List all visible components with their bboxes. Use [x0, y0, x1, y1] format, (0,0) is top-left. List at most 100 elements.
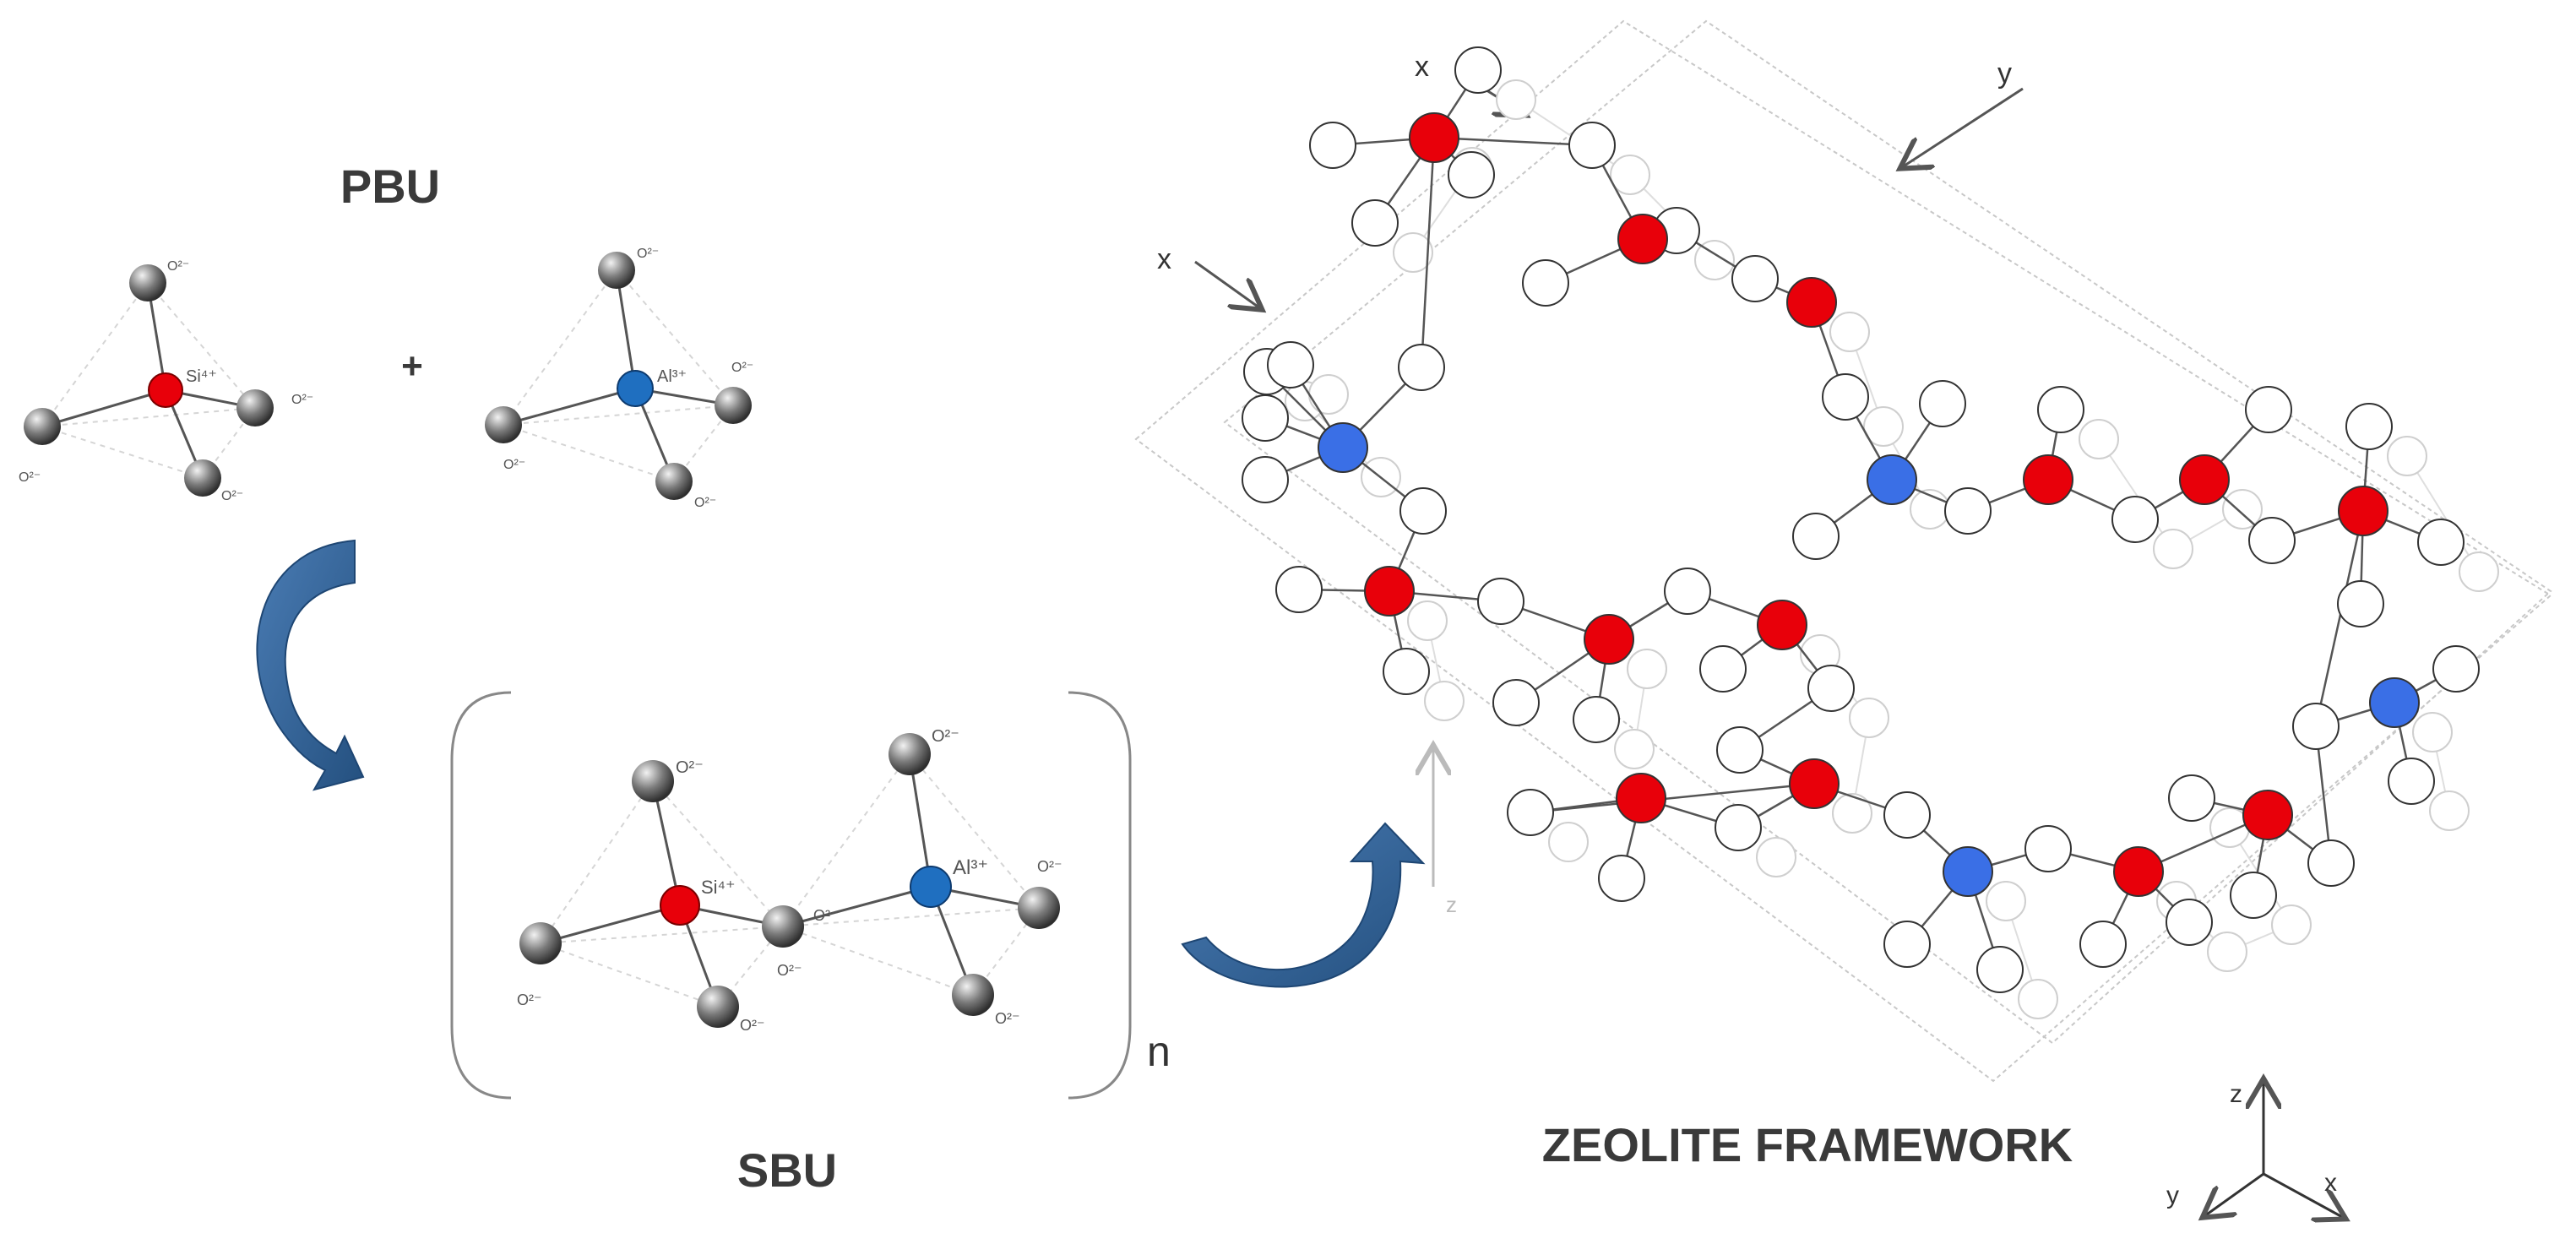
oxygen-atom	[1018, 887, 1060, 929]
framework-silicon-atom	[1789, 758, 1840, 809]
framework-back-atom	[1496, 79, 1536, 120]
framework-oxygen-atom	[1242, 394, 1289, 442]
axis-label-y: y	[1997, 57, 2012, 90]
curved-arrow-sbu-to-framework	[1181, 822, 1426, 988]
oxygen-atom	[24, 408, 61, 445]
oxygen-label: O²⁻	[813, 907, 839, 924]
framework-oxygen-atom	[1976, 946, 2024, 993]
repeat-subscript-n: n	[1147, 1028, 1171, 1075]
oxygen-label: O²⁻	[731, 361, 753, 375]
framework-back-atom	[1548, 822, 1589, 862]
framework-back-atom	[1614, 729, 1655, 769]
axis-label-z: z	[1446, 892, 1457, 917]
axis-arrow-y	[1902, 87, 2024, 167]
framework-oxygen-atom	[1883, 791, 1931, 839]
curved-arrow-pbu-to-sbu	[256, 539, 365, 791]
framework-oxygen-atom	[1715, 804, 1762, 851]
framework-oxygen-atom	[1944, 487, 1992, 535]
framework-oxygen-atom	[1399, 487, 1447, 535]
framework-oxygen-atom	[1919, 380, 1966, 427]
oxygen-label: O²⁻	[932, 727, 959, 746]
framework-back-atom	[2079, 419, 2119, 459]
framework-oxygen-atom	[2337, 580, 2384, 627]
framework-oxygen-atom	[1351, 199, 1399, 247]
framework-back-atom	[1308, 374, 1349, 415]
framework-oxygen-atom	[1822, 373, 1869, 421]
framework-back-atom	[1627, 649, 1667, 689]
framework-bond	[2314, 510, 2365, 727]
axis-label-x-upper: x	[1415, 51, 1429, 83]
framework-oxygen-atom	[1275, 566, 1323, 613]
oxygen-atom	[655, 463, 693, 500]
framework-back-atom	[2459, 551, 2499, 592]
framework-silicon-atom	[1757, 600, 1807, 650]
framework-back-atom	[1393, 232, 1433, 273]
framework-back-atom	[1849, 698, 1889, 738]
unit-cell-outline	[1134, 19, 2552, 1083]
sbu-bracket-left	[450, 691, 512, 1100]
framework-back-atom	[2429, 790, 2470, 831]
pbu-title: PBU	[340, 160, 440, 213]
oxygen-label: O²⁻	[676, 758, 704, 777]
framework-oxygen-atom	[1309, 122, 1356, 169]
sbu-atoms	[519, 733, 1060, 1028]
oxygen-atom	[485, 406, 522, 443]
framework-silicon-atom	[2113, 846, 2164, 897]
framework-oxygen-atom	[1699, 645, 1747, 693]
silicon-atom	[660, 885, 700, 926]
oxygen-label: O²⁻	[517, 991, 542, 1008]
sbu-aluminum-tetrahedron	[782, 753, 1040, 996]
framework-front-atoms	[1242, 46, 2480, 993]
plus-sign: +	[401, 345, 423, 387]
sbu-silicon-tetrahedron	[540, 780, 784, 1008]
framework-oxygen-atom	[1242, 456, 1289, 503]
framework-title: ZEOLITE FRAMEWORK	[1542, 1118, 2073, 1171]
oxygen-atom	[129, 264, 166, 301]
framework-bond	[1420, 137, 1436, 368]
framework-back-atom	[2387, 436, 2427, 476]
framework-oxygen-atom	[2230, 872, 2277, 919]
framework-oxygen-atom	[1883, 921, 1931, 968]
framework-silicon-atom	[1409, 112, 1459, 163]
framework-silicon-atom	[1616, 773, 1666, 823]
oxygen-label: O²⁻	[637, 247, 659, 261]
silicon-atom	[148, 372, 183, 408]
oxygen-atom	[236, 389, 274, 426]
framework-oxygen-atom	[1398, 344, 1445, 391]
oxygen-label: O²⁻	[167, 259, 189, 274]
framework-silicon-atom	[1584, 614, 1634, 665]
framework-oxygen-atom	[2168, 774, 2215, 822]
framework-silicon-atom	[2242, 790, 2293, 840]
silicon-label: Si⁴⁺	[186, 367, 217, 386]
oxygen-atom	[184, 459, 221, 497]
framework-back-atom	[2018, 979, 2058, 1019]
framework-back-atom	[2222, 489, 2263, 530]
framework-oxygen-atom	[1383, 648, 1430, 695]
framework-oxygen-atom	[1598, 855, 1645, 902]
framework-back-atom	[1610, 155, 1650, 195]
framework-oxygen-atom	[1573, 696, 1620, 743]
framework-oxygen-atom	[2432, 645, 2480, 693]
oxygen-label: O²⁻	[777, 962, 802, 979]
framework-oxygen-atom	[2079, 921, 2127, 968]
oxygen-atom	[519, 922, 562, 964]
framework-oxygen-atom	[1731, 255, 1779, 302]
framework-oxygen-atom	[1448, 151, 1495, 198]
pbu-aluminum-tetrahedron: O²⁻ Al³⁺ O²⁻ O²⁻ O²⁻	[485, 247, 753, 510]
framework-oxygen-atom	[2111, 496, 2159, 543]
framework-back-atom	[1756, 837, 1796, 877]
framework-oxygen-atom	[2248, 517, 2296, 564]
framework-oxygen-atom	[2292, 703, 2340, 750]
framework-aluminum-atom	[1318, 422, 1368, 473]
framework-silicon-atom	[2338, 486, 2389, 536]
axis-label-x-left: x	[1157, 243, 1171, 275]
oxygen-atom	[697, 986, 739, 1028]
framework-oxygen-atom	[2345, 403, 2393, 450]
framework-oxygen-atom	[2307, 839, 2355, 887]
framework-oxygen-atom	[1267, 341, 1314, 388]
aluminum-label: Al³⁺	[953, 856, 988, 879]
framework-silicon-atom	[1617, 214, 1668, 264]
framework-silicon-atom	[1786, 277, 1837, 328]
framework-back-atom	[1694, 240, 1735, 280]
framework-silicon-atom	[2023, 454, 2073, 505]
